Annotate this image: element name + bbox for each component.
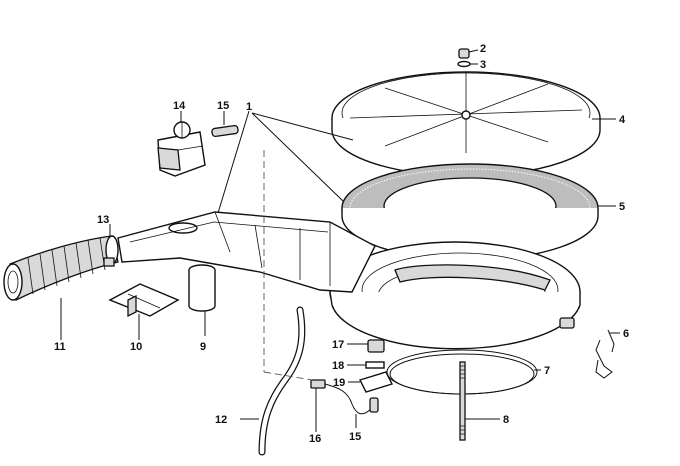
- callout-10: 10: [130, 341, 142, 353]
- callout-3: 3: [480, 59, 486, 71]
- callout-11: 11: [54, 341, 66, 353]
- callout-4: 4: [619, 114, 626, 126]
- air-cleaner-lid: [331, 71, 601, 177]
- callout-9: 9: [200, 341, 206, 353]
- vent-hose: [258, 306, 306, 456]
- hose-clamp: [103, 235, 119, 267]
- callout-14: 14: [173, 100, 186, 112]
- corrugated-hose: [3, 235, 119, 301]
- wing-nut: [457, 48, 471, 68]
- hose-fitting-upper: [211, 124, 239, 138]
- callout-18: 18: [332, 360, 344, 372]
- callout-17: 17: [332, 339, 344, 351]
- callout-8: 8: [503, 414, 509, 426]
- thermostat-valve: [157, 121, 206, 177]
- stud: [459, 361, 466, 441]
- callout-6: 6: [623, 328, 629, 340]
- callout-15-lower: 15: [349, 431, 361, 443]
- callout-5: 5: [619, 201, 625, 213]
- callout-13: 13: [97, 214, 109, 226]
- callout-7: 7: [544, 365, 550, 377]
- callout-19: 19: [333, 377, 345, 389]
- callout-12: 12: [215, 414, 227, 426]
- clip-and-line: [310, 379, 379, 415]
- intake-snorkel: [117, 211, 376, 293]
- bracket: [108, 283, 180, 318]
- callout-16: 16: [309, 433, 321, 445]
- callout-labels: 1 2 3 4 5 6 7 8 9 10 11 12 13 14 15 15 1…: [54, 43, 629, 445]
- air-cleaner-housing: [329, 241, 581, 350]
- callout-2: 2: [480, 43, 486, 55]
- leader-lines: [60, 49, 620, 432]
- spring-clip: [595, 329, 615, 379]
- callout-15-upper: 15: [217, 100, 229, 112]
- sleeve: [188, 264, 216, 312]
- callout-1: 1: [246, 101, 252, 113]
- fasteners: [359, 339, 393, 393]
- center-lines: [263, 150, 313, 381]
